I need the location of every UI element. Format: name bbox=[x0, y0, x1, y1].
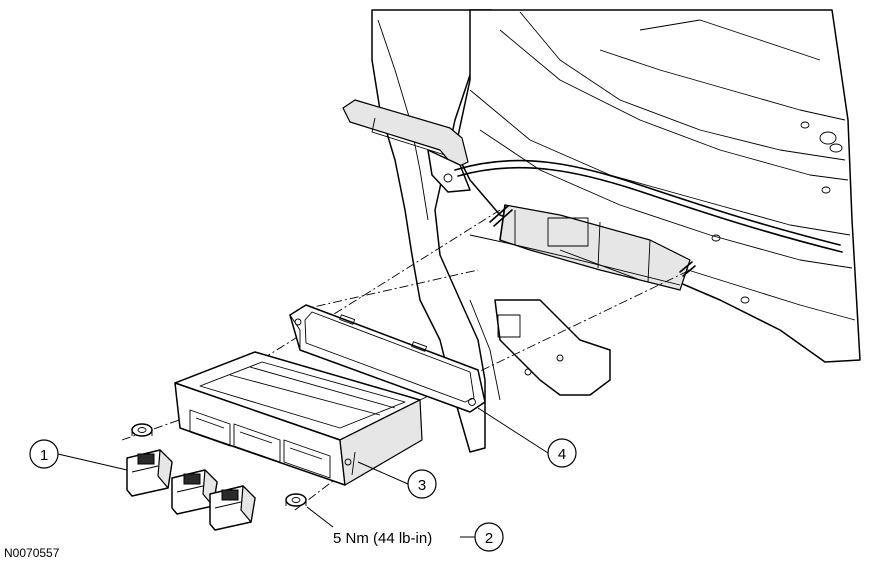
nut-upper bbox=[131, 423, 153, 437]
connector-plug-3 bbox=[209, 485, 256, 531]
mounting-studs bbox=[489, 205, 696, 277]
callout-4-label: 4 bbox=[558, 446, 566, 463]
callout-4: 4 bbox=[547, 438, 577, 468]
control-module bbox=[174, 351, 423, 495]
callout-3: 3 bbox=[407, 469, 437, 499]
figure-id: N0070557 bbox=[4, 546, 60, 560]
callout-3-label: 3 bbox=[418, 477, 426, 494]
callout-2: 2 bbox=[474, 522, 504, 552]
callout-1-label: 1 bbox=[40, 447, 48, 464]
nut-lower bbox=[285, 493, 307, 507]
connector-plug-2 bbox=[171, 469, 218, 515]
torque-spec-label: 5 Nm (44 lb-in) bbox=[333, 530, 432, 547]
gasket-frame bbox=[289, 304, 486, 413]
cowl-panel-structure bbox=[342, 9, 861, 453]
callout-2-label: 2 bbox=[485, 530, 493, 547]
leader-lines bbox=[57, 407, 549, 538]
callout-1: 1 bbox=[29, 439, 59, 469]
connector-plug-1 bbox=[126, 449, 173, 497]
